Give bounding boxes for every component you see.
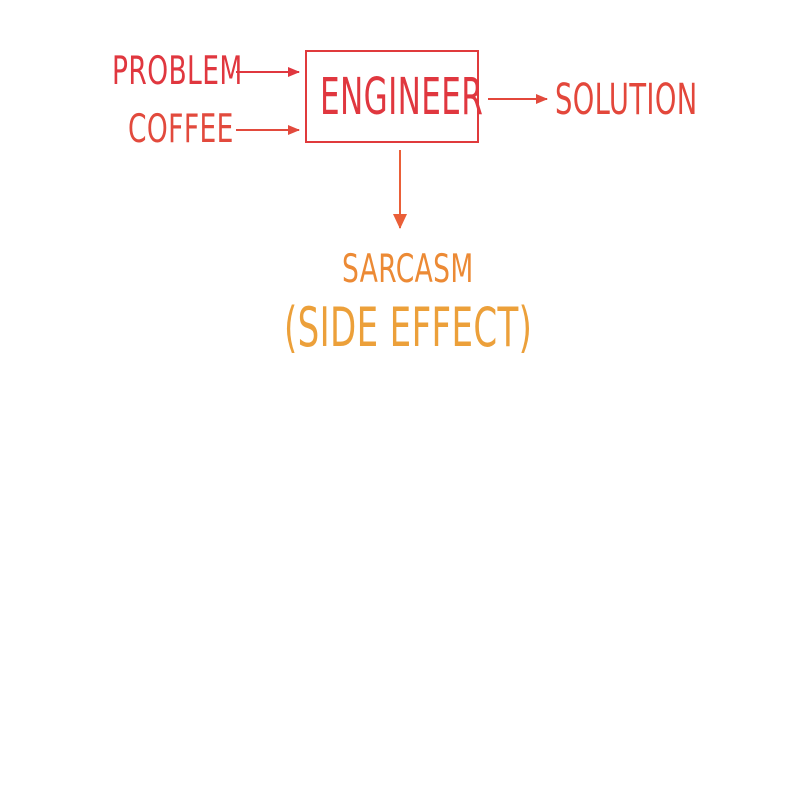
side-effect-note: (SIDE EFFECT): [284, 295, 533, 359]
process-box: [305, 50, 479, 143]
input-label-problem: PROBLEM: [112, 48, 243, 95]
output-label: SOLUTION: [555, 76, 698, 125]
process-label: ENGINEER: [320, 67, 484, 126]
input-label-coffee: COFFEE: [128, 106, 234, 153]
arrowhead-down: [393, 214, 407, 229]
side-effect-label: SARCASM: [342, 246, 474, 293]
